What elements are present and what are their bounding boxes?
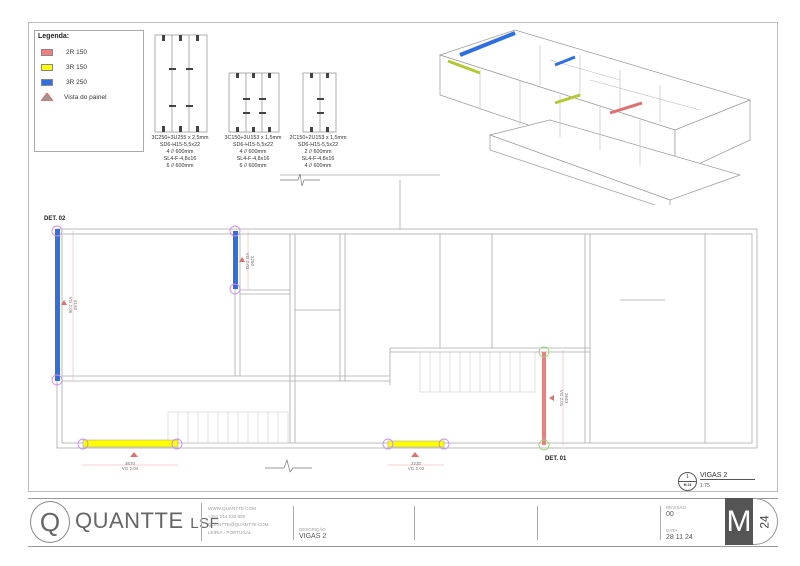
description-value: VIGAS 2 [299,533,327,540]
dim-length: 6193 [73,299,78,310]
dim-length: 3670 [124,461,135,466]
caption-line: 4 // 600mm [166,149,194,155]
beam-vg-2-02[interactable] [387,440,445,448]
view-sheet-ref: M 24 [679,481,696,487]
caption-line: 2C150+2U153 x 1,5mm [289,135,347,141]
dim-ref: VG 2.03 [245,252,250,270]
beam-vg-2-05[interactable] [55,229,60,381]
swatch-3r250 [41,78,53,86]
caption-line: SD6-H15-5,5x22 [232,142,274,148]
isometric-3d-view [438,29,752,205]
caption-line: 3C150+3U153 x 1,5mm [224,135,282,141]
dim-ref: VG 2.01 [559,389,564,407]
caption-line: 4 // 600mm [304,163,332,169]
legend-item-2r150: 2R 150 [41,47,87,57]
legend: Legenda: 2R 150 3R 150 3R 250 Vista do p… [34,30,144,152]
dim-length: 3640 [564,392,569,403]
legend-item-panel-view: Vista do painel [41,92,107,102]
view-scale: 1:75 [700,483,710,489]
dim-ref: VG 2.04 [121,466,139,471]
floor-plan [51,173,758,473]
iso-beam-3r250 [459,31,516,57]
iso-beam-3r150 [554,93,581,105]
discipline-code: M [725,498,753,545]
caption-line: 6 // 600mm [166,163,194,169]
caption-line: SD6-H15-5,5x22 [159,142,201,148]
date-label: DATA [666,528,678,533]
iso-beam-3r150 [447,59,481,75]
detail-01-label: DET. 01 [545,456,567,462]
caption-line: SD6-H15-5,5x22 [297,142,339,148]
date-value: 28 11 24 [666,534,693,541]
view-tag-bubble: 1 M 24 [678,472,697,491]
swatch-3r150 [41,63,53,71]
swatch-2r150 [41,48,53,56]
beam-vg-2-01[interactable] [542,352,546,445]
break-line [265,458,312,473]
caption-line: SL4-F-4,8x16 [301,156,335,162]
beam-vg-2-04[interactable] [82,439,179,448]
logo-suffix: LSF [190,515,220,532]
contact-location: LEIRIA - PORTUGAL [208,530,252,535]
dim-length: 2230 [410,461,421,466]
view-number: 1 [686,474,689,480]
sheet-number-text: 24 [757,514,772,529]
caption-line: SL4-F-4,8x16 [163,156,197,162]
contact-email: QUANTTE@QUANTTE.COM [208,522,269,527]
iso-beam-2r150 [609,101,643,115]
dim-ref: VG 2.02 [407,466,425,471]
caption-line: SL4-F-4,8x16 [236,156,270,162]
legend-item-3r250: 3R 250 [41,77,87,87]
contact-website: WWW.QUANTTE.COM [208,506,256,511]
logo-mark: Q [30,501,70,543]
title-block [28,498,778,547]
revision-label: REVISÃO [666,505,687,510]
legend-label: 3R 150 [66,63,87,71]
dim-ref: VG 2.05 [68,296,73,314]
legend-title: Legenda: [38,33,70,40]
contact-phone: +351 244 033 800 [208,514,246,519]
caption-line: 4 // 600mm [239,149,267,155]
caption-line: 6 // 600mm [239,163,267,169]
divider [660,506,661,540]
divider [537,506,538,540]
panel-view-triangle-icon [41,93,53,101]
divider [293,506,294,540]
divider [201,503,202,541]
break-line [280,173,320,187]
legend-label: 3R 250 [66,78,87,86]
beam-vg-2-03[interactable] [233,231,238,289]
description-label: DESCRIÇÃO [299,527,326,532]
detail-02-label: DET. 02 [44,216,66,222]
section-details-drawings [154,34,337,133]
logo-wordmark: QUANTTE LSF [75,508,219,534]
legend-item-3r150: 3R 150 [41,62,87,72]
view-title: VIGAS 2 [700,472,755,480]
divider [414,506,415,540]
caption-line: 2 // 600mm [304,149,332,155]
legend-label: 2R 150 [66,48,87,56]
iso-beam-3r250 [554,55,576,67]
contact-info: WWW.QUANTTE.COM +351 244 033 800 QUANTTE… [208,505,269,537]
drawing-sheet-border [28,22,778,492]
legend-label: Vista do painel [64,93,107,101]
dim-length: 2250 [250,255,255,266]
caption-line: 3C250+3U255 x 2,5mm [151,135,209,141]
revision-value: 00 [666,511,674,518]
logo-name: QUANTTE [75,508,184,533]
